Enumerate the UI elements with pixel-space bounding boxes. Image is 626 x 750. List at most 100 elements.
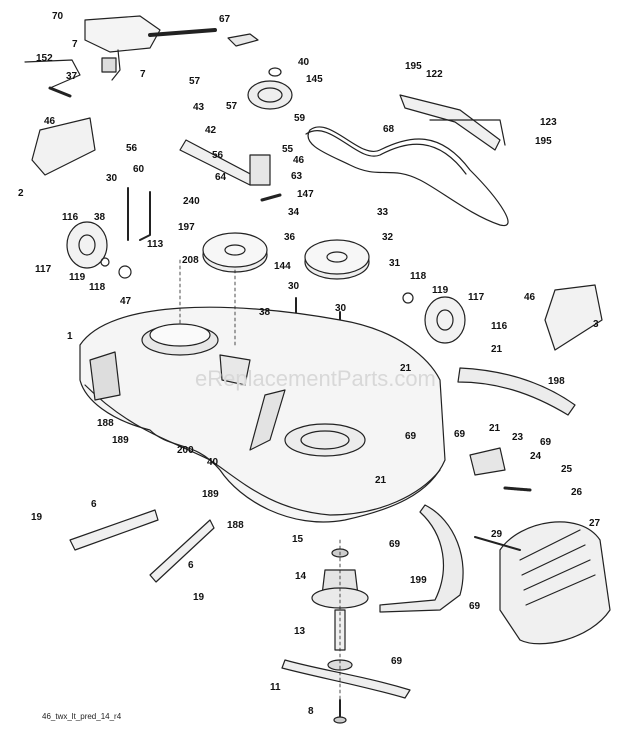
callout-6b: 6 [188, 560, 194, 571]
callout-70: 70 [52, 11, 64, 22]
callout-144: 144 [274, 261, 291, 272]
callout-30b: 30 [288, 281, 300, 292]
callout-47: 47 [120, 296, 132, 307]
callout-57b: 57 [226, 101, 238, 112]
callout-3: 3 [593, 319, 599, 330]
callout-197: 197 [178, 222, 195, 233]
callout-38a: 38 [94, 212, 106, 223]
callout-38b: 38 [259, 307, 271, 318]
arm-6-upper [69, 509, 159, 551]
callout-68: 68 [383, 124, 395, 135]
callout-57a: 57 [189, 76, 201, 87]
callout-13: 13 [294, 626, 306, 637]
callout-29: 29 [491, 529, 503, 540]
idler-pulley-145 [247, 67, 293, 110]
callout-25: 25 [561, 464, 573, 475]
callout-118a: 118 [89, 282, 106, 293]
clip-67 [227, 33, 259, 47]
callout-113: 113 [147, 239, 164, 250]
callout-147: 147 [297, 189, 314, 200]
callout-19b: 19 [193, 592, 205, 603]
callout-119b: 119 [432, 285, 449, 296]
callout-46c: 46 [524, 292, 536, 303]
callout-7a: 7 [72, 39, 78, 50]
arm-6-lower [149, 519, 215, 583]
callout-208: 208 [182, 255, 199, 266]
callout-123: 123 [540, 117, 557, 128]
callout-119a: 119 [69, 272, 86, 283]
callout-152: 152 [36, 53, 53, 64]
callout-195b: 195 [535, 136, 552, 147]
callout-32: 32 [382, 232, 394, 243]
callout-40: 40 [298, 57, 310, 68]
callout-188b: 188 [227, 520, 244, 531]
callout-27: 27 [589, 518, 601, 529]
callout-199: 199 [410, 575, 427, 586]
callout-46b: 46 [293, 155, 305, 166]
callout-43: 43 [193, 102, 205, 113]
callout-6a: 6 [91, 499, 97, 510]
callout-23: 23 [512, 432, 524, 443]
callout-60: 60 [133, 164, 145, 175]
callout-46a: 46 [44, 116, 56, 127]
callout-42: 42 [205, 125, 217, 136]
callout-8: 8 [308, 706, 314, 717]
callout-117a: 117 [35, 264, 52, 275]
callout-34: 34 [288, 207, 300, 218]
callout-122: 122 [426, 69, 443, 80]
callout-69d: 69 [389, 539, 401, 550]
callout-200: 200 [177, 445, 194, 456]
callout-19a: 19 [31, 512, 43, 523]
drawing-code: 46_twx_lt_pred_14_r4 [42, 712, 122, 721]
callout-1: 1 [67, 331, 73, 342]
callout-2: 2 [18, 188, 24, 199]
callout-145: 145 [306, 74, 323, 85]
callout-67: 67 [219, 14, 231, 25]
baffle-198 [457, 367, 576, 416]
bracket-123 [399, 94, 501, 151]
callout-63: 63 [291, 171, 303, 182]
callout-69f: 69 [391, 656, 403, 667]
callout-198: 198 [548, 376, 565, 387]
callout-31: 31 [389, 258, 401, 269]
callout-118b: 118 [410, 271, 427, 282]
callout-30c: 30 [335, 303, 347, 314]
callout-117b: 117 [468, 292, 485, 303]
shield-2 [31, 117, 96, 176]
callout-11: 11 [270, 682, 281, 693]
callout-55: 55 [282, 144, 294, 155]
callout-7b: 7 [140, 69, 146, 80]
callout-56b: 56 [212, 150, 224, 161]
callout-21a: 21 [491, 344, 503, 355]
callout-195a: 195 [405, 61, 422, 72]
bracket-23 [469, 447, 506, 476]
callout-59: 59 [294, 113, 306, 124]
pulley-32 [304, 239, 370, 280]
callout-15: 15 [292, 534, 304, 545]
callout-37: 37 [66, 71, 78, 82]
lift-handle-assembly [24, 15, 217, 98]
blade-11 [281, 659, 411, 699]
drive-belt-68 [307, 126, 509, 227]
shield-3 [544, 284, 603, 351]
callout-240: 240 [183, 196, 200, 207]
callout-116b: 116 [491, 321, 508, 332]
callout-14: 14 [295, 571, 307, 582]
callout-36: 36 [284, 232, 296, 243]
callout-64: 64 [215, 172, 227, 183]
callout-189a: 189 [112, 435, 129, 446]
pulley-36 [202, 232, 268, 273]
callout-21c: 21 [489, 423, 501, 434]
callout-189b: 189 [202, 489, 219, 500]
gauge-wheel-right [402, 292, 466, 344]
callout-69c: 69 [540, 437, 552, 448]
callout-24: 24 [530, 451, 542, 462]
watermark: eReplacementParts.com [195, 366, 436, 391]
spring-25 [503, 486, 532, 492]
callout-26: 26 [571, 487, 583, 498]
baffle-199 [379, 504, 464, 613]
gauge-wheel-left [66, 221, 132, 279]
callout-21b: 21 [400, 363, 412, 374]
